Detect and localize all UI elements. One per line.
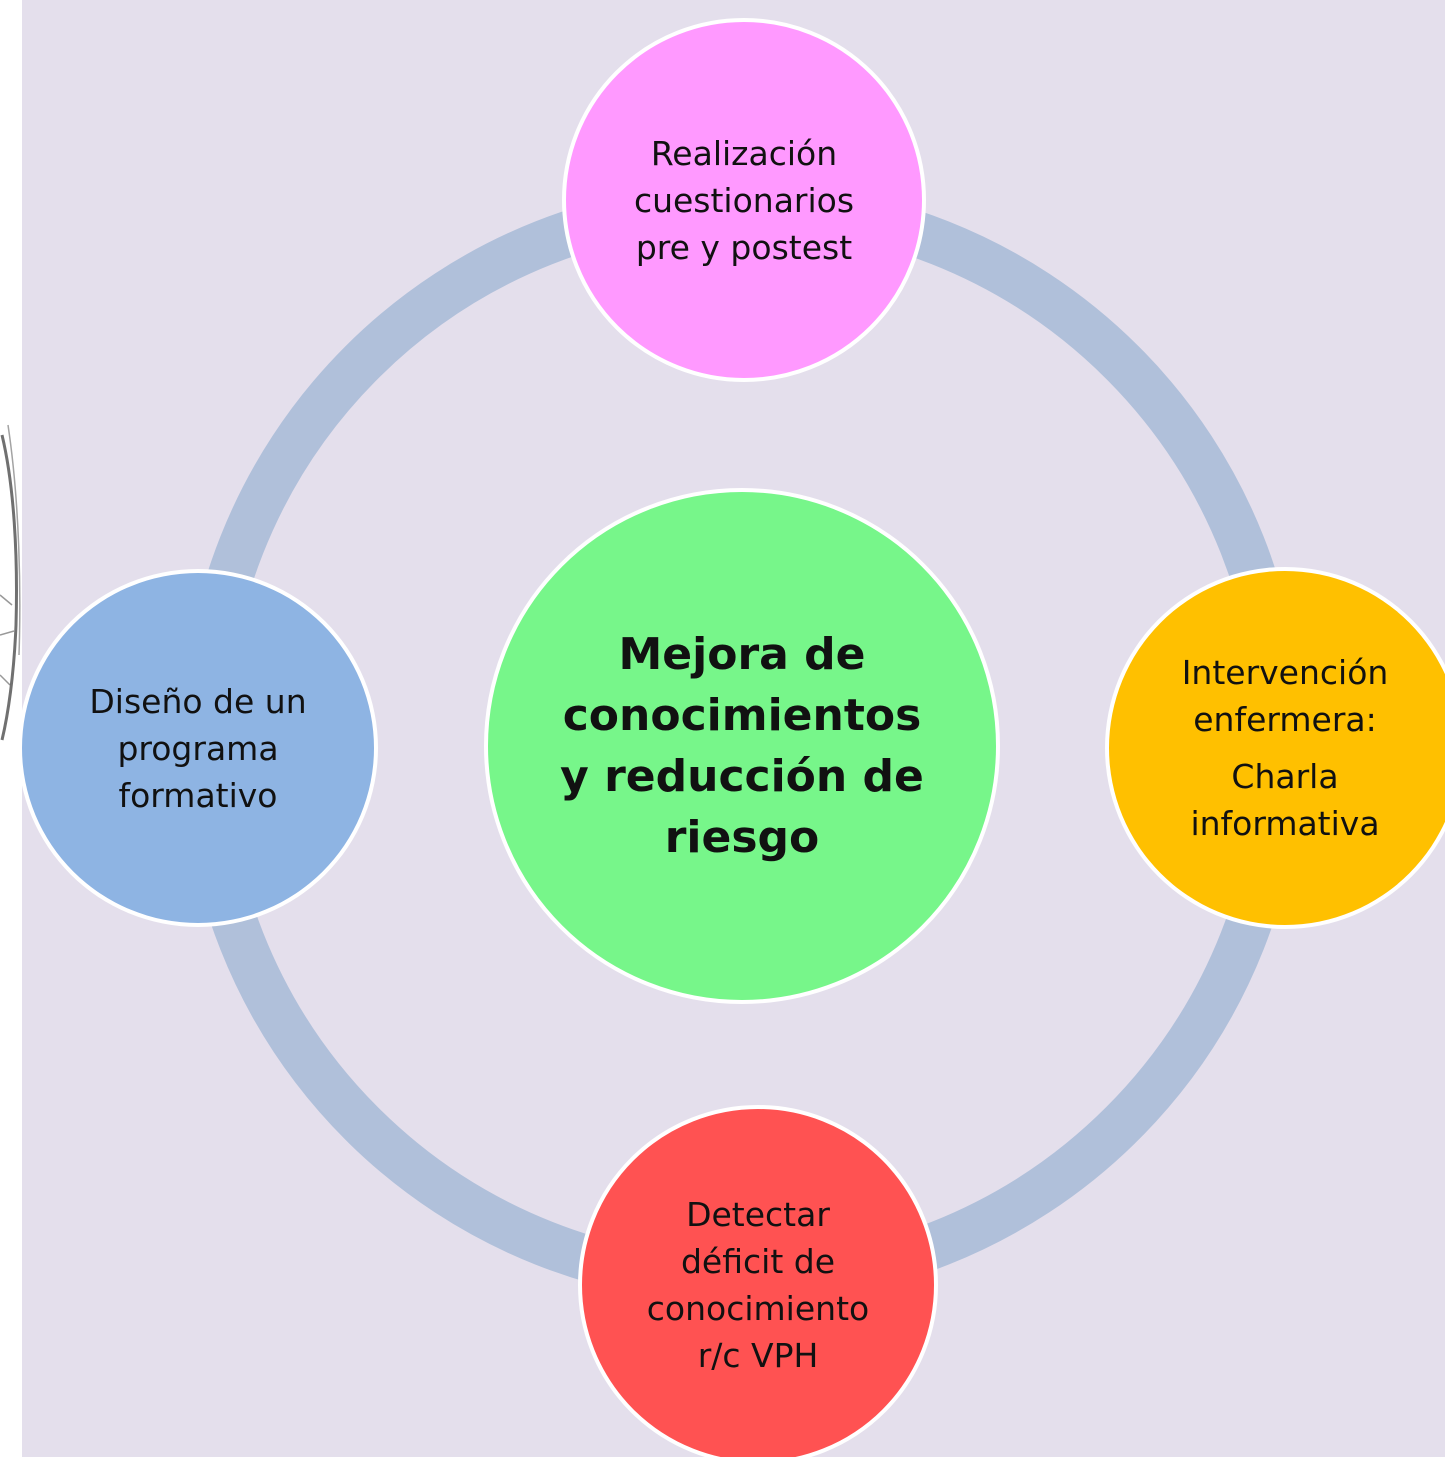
node-cuestionarios: Realización cuestionarios pre y postest [562, 18, 926, 382]
node-intervencion-sublabel: Charla informativa [1190, 757, 1380, 843]
node-intervencion: Intervención enfermera: Charla informati… [1105, 567, 1445, 929]
node-cuestionarios-label: Realización cuestionarios pre y postest [633, 133, 855, 267]
node-intervencion-label: Intervención enfermera: [1181, 653, 1389, 739]
center-goal-label: Mejora de conocimientos y reducción de r… [560, 629, 924, 863]
node-diseno-label: Diseño de un programa formativo [89, 681, 307, 815]
node-detectar-label: Detectar déficit de conocimiento r/c VPH [646, 1195, 870, 1375]
node-center-goal: Mejora de conocimientos y reducción de r… [484, 488, 1000, 1004]
node-detectar: Detectar déficit de conocimiento r/c VPH [578, 1105, 938, 1457]
partial-sketch-image [0, 424, 21, 741]
node-diseno: Diseño de un programa formativo [18, 569, 378, 927]
